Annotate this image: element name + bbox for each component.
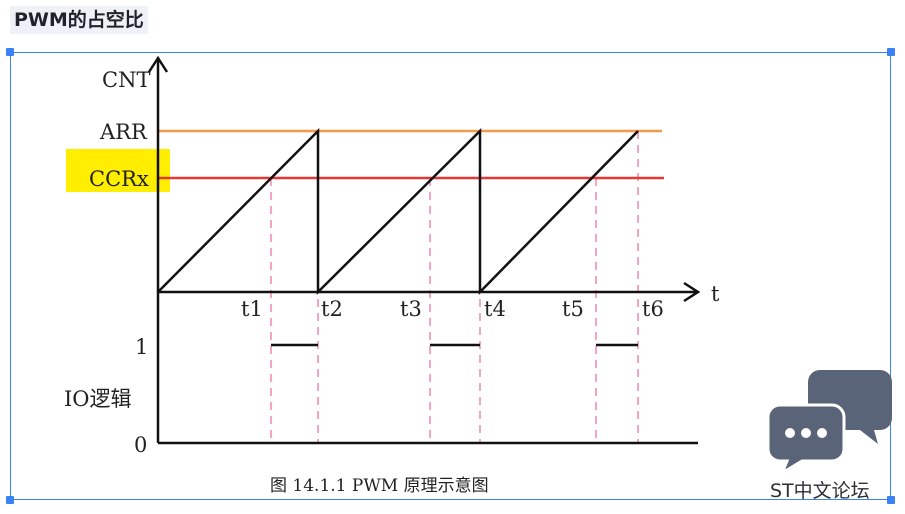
resize-handle-bottom-right[interactable] bbox=[887, 496, 895, 504]
figure-caption: 图 14.1.1 PWM 原理示意图 bbox=[270, 476, 489, 496]
time-label-t4: t4 bbox=[484, 297, 506, 321]
watermark-text: ST中文论坛 bbox=[770, 480, 870, 502]
arr-label: ARR bbox=[99, 120, 148, 144]
io-high-label: 1 bbox=[135, 335, 148, 359]
page-title: PWM的占空比 bbox=[10, 6, 148, 34]
chat-bubbles-icon bbox=[766, 370, 892, 477]
y-axis-label: CNT bbox=[102, 68, 150, 92]
counter-sawtooth bbox=[157, 127, 639, 296]
time-label-t2: t2 bbox=[321, 297, 343, 321]
x-axis-label: t bbox=[711, 282, 720, 306]
time-label-t5: t5 bbox=[562, 297, 584, 321]
resize-handle-top-right[interactable] bbox=[887, 48, 895, 56]
resize-handle-bottom-left[interactable] bbox=[6, 496, 14, 504]
io-low-label: 0 bbox=[134, 433, 147, 457]
time-label-t3: t3 bbox=[400, 297, 422, 321]
ccr-label-highlight bbox=[66, 149, 170, 192]
resize-handle-top-left[interactable] bbox=[6, 48, 14, 56]
y-axis-arrow bbox=[147, 55, 169, 73]
io-logic-label: IO逻辑 bbox=[64, 387, 132, 411]
time-label-t6: t6 bbox=[642, 297, 664, 321]
time-label-t1: t1 bbox=[241, 297, 263, 321]
ccr-label: CCRx bbox=[89, 167, 149, 191]
x-axis-arrow bbox=[683, 281, 701, 303]
image-selection-frame[interactable] bbox=[10, 52, 891, 500]
